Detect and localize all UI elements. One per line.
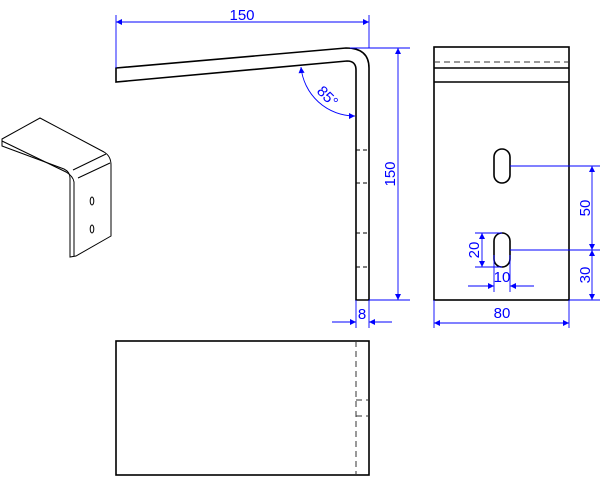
slot-spacing-label: 50 xyxy=(577,200,594,217)
side-view: 50 30 20 10 80 xyxy=(433,46,600,328)
thickness-dimension-label: 8 xyxy=(358,306,366,323)
angle-dimension-label: 85° xyxy=(313,83,341,111)
slot-width-label: 10 xyxy=(494,269,511,286)
slot-length-label: 20 xyxy=(466,242,483,259)
slot-hole-icon xyxy=(89,196,95,206)
plan-view xyxy=(115,340,370,476)
height-dimension-label: 150 xyxy=(382,161,399,186)
side-width-label: 80 xyxy=(494,305,511,322)
lower-slot xyxy=(493,232,511,268)
slot-hole-icon xyxy=(89,224,95,234)
front-view: 150 150 85° 8 xyxy=(115,7,410,328)
upper-slot xyxy=(493,148,511,184)
isometric-view xyxy=(1,117,112,258)
slot-offset-label: 30 xyxy=(577,267,594,284)
width-dimension-label: 150 xyxy=(229,7,254,24)
